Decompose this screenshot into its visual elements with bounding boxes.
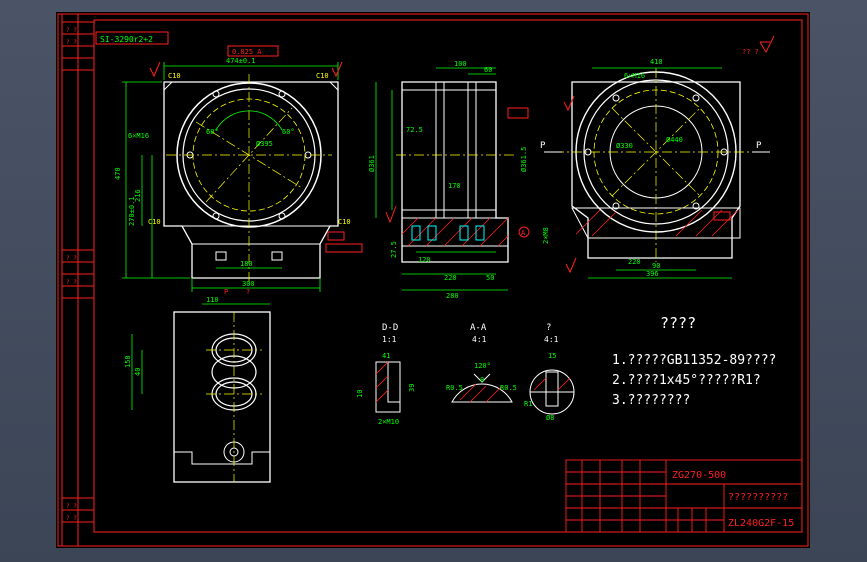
side-section-view[interactable]: 100 60 72.5 Ø361 Ø361.5 170 27.5 120 220… xyxy=(325,60,530,300)
svg-text:? ?: ? ? xyxy=(66,255,77,262)
right-view-outline xyxy=(571,81,741,259)
svg-text:Ø395: Ø395 xyxy=(256,140,273,148)
right-p-left: P xyxy=(540,141,546,151)
section-a-a: A-A 4:1 120° R0.5 R0.5 8 xyxy=(446,323,517,403)
svg-text:?: ? xyxy=(246,288,250,296)
svg-text:P: P xyxy=(224,288,228,296)
svg-text:170: 170 xyxy=(448,182,461,190)
title-drawing-no: ZL240G2F-15 xyxy=(728,518,794,529)
svg-text:? ?: ? ? xyxy=(66,279,77,286)
svg-text:? ?: ? ? xyxy=(66,503,77,510)
note-line-1: 1.?????GB11352-89???? xyxy=(612,353,776,368)
svg-text:? ?: ? ? xyxy=(66,27,77,34)
corner-roughness-symbol: ?? ? xyxy=(742,35,775,56)
dim-holes-front: 6×M16 xyxy=(128,132,149,140)
svg-text:R0.5: R0.5 xyxy=(500,384,517,392)
svg-text:D-D: D-D xyxy=(382,323,398,333)
svg-text:Ø361.5: Ø361.5 xyxy=(520,147,528,172)
svg-text:300: 300 xyxy=(242,280,255,288)
svg-text:396: 396 xyxy=(646,270,659,278)
svg-text:180: 180 xyxy=(240,260,253,268)
front-tolerance-frame: 0.025 A xyxy=(227,45,279,57)
svg-text:150: 150 xyxy=(124,355,132,368)
svg-text:280: 280 xyxy=(446,292,459,300)
svg-text:216: 216 xyxy=(134,189,142,202)
svg-text:120°: 120° xyxy=(474,362,491,370)
svg-text:C10: C10 xyxy=(148,218,161,226)
reference-text: SI-3290r2+2 xyxy=(100,35,153,44)
right-hatch xyxy=(571,207,741,239)
svg-text:40: 40 xyxy=(134,368,142,376)
svg-text:41: 41 xyxy=(382,352,390,360)
svg-text:10: 10 xyxy=(356,390,364,398)
svg-text:100: 100 xyxy=(454,60,467,68)
title-material: ZG270-500 xyxy=(672,470,726,481)
right-p-right: P xyxy=(756,141,762,151)
svg-text:90: 90 xyxy=(652,262,660,270)
svg-text:R1: R1 xyxy=(524,400,532,408)
svg-text:220: 220 xyxy=(628,258,641,266)
section-marker-a: A xyxy=(518,226,530,238)
svg-text:2×M10: 2×M10 xyxy=(378,418,399,426)
side-hatch xyxy=(401,217,509,247)
drawing-canvas[interactable]: ? ?? ? ? ?? ? ? ?? ? SI-3290r2+2 ?? ? xyxy=(56,12,810,548)
svg-text:4:1: 4:1 xyxy=(544,335,559,344)
svg-text:470: 470 xyxy=(114,167,122,180)
title-block[interactable]: ZG270-500 ?????????? ZL240G2F-15 xyxy=(565,459,803,533)
dim-top-width: 474±0.1 xyxy=(226,57,256,65)
section-details[interactable]: D-D 1:1 41 39 10 2×M10 A-A 4:1 xyxy=(356,323,575,426)
note-line-2: 2.????1x45°?????R1? xyxy=(612,373,761,388)
svg-text:60°: 60° xyxy=(282,128,295,136)
binding-strip-marks: ? ? ? ? ? ? ? ? ? ? ? ? xyxy=(66,27,77,522)
svg-text:? ?: ? ? xyxy=(66,39,77,46)
svg-text:4:1: 4:1 xyxy=(472,335,487,344)
svg-text:39: 39 xyxy=(408,384,416,392)
svg-text:50: 50 xyxy=(486,274,494,282)
section-d-d: D-D 1:1 41 39 10 2×M10 xyxy=(356,323,416,426)
svg-text:120: 120 xyxy=(418,256,431,264)
svg-text:?: ? xyxy=(546,323,551,333)
svg-text:C10: C10 xyxy=(168,72,181,80)
svg-text:1:1: 1:1 xyxy=(382,335,397,344)
svg-text:Ø8: Ø8 xyxy=(546,414,554,422)
svg-text:60°: 60° xyxy=(206,128,219,136)
svg-text:27.5: 27.5 xyxy=(390,241,398,258)
drawing-sheet[interactable]: ? ?? ? ? ?? ? ? ?? ? SI-3290r2+2 ?? ? xyxy=(56,12,810,548)
svg-text:72.5: 72.5 xyxy=(406,126,423,134)
svg-text:2×M8: 2×M8 xyxy=(542,227,550,244)
svg-text:220: 220 xyxy=(444,274,457,282)
title-part-name: ?????????? xyxy=(728,492,788,503)
svg-text:C10: C10 xyxy=(338,218,351,226)
svg-text:Ø440: Ø440 xyxy=(666,136,683,144)
plan-view[interactable]: 110 150 40 P ? xyxy=(124,288,271,483)
svg-text:C10: C10 xyxy=(316,72,329,80)
svg-text:60: 60 xyxy=(484,66,492,74)
svg-text:A-A: A-A xyxy=(470,323,487,333)
svg-text:? ?: ? ? xyxy=(66,515,77,522)
svg-text:A: A xyxy=(521,229,526,237)
section-detail-3: ? 4:1 15 R1 Ø8 xyxy=(524,323,575,422)
svg-text:410: 410 xyxy=(650,58,663,66)
right-view[interactable]: P P 410 6×M16 Ø330 Ø440 90 396 2×M8 220 xyxy=(540,58,770,279)
notes-heading: ???? xyxy=(660,314,696,332)
front-view[interactable]: 0.025 A 474±0.1 C10 C10 C10 C10 6×M16 Ø3… xyxy=(114,45,351,292)
front-view-outline xyxy=(163,81,339,279)
svg-text:Ø330: Ø330 xyxy=(616,142,633,150)
svg-text:R0.5: R0.5 xyxy=(446,384,463,392)
svg-text:0.025 A: 0.025 A xyxy=(232,48,262,56)
svg-text:110: 110 xyxy=(206,296,219,304)
reference-label: SI-3290r2+2 xyxy=(95,31,169,45)
svg-text:8: 8 xyxy=(480,376,484,384)
technical-notes: ???? 1.?????GB11352-89???? 2.????1x45°??… xyxy=(612,314,776,408)
svg-text:15: 15 xyxy=(548,352,556,360)
note-line-3: 3.???????? xyxy=(612,393,690,408)
svg-text:?? ?: ?? ? xyxy=(742,48,759,56)
svg-text:6×M16: 6×M16 xyxy=(624,72,645,80)
svg-text:Ø361: Ø361 xyxy=(368,155,376,172)
sheet-border xyxy=(57,13,809,547)
svg-text:270±0.1: 270±0.1 xyxy=(128,196,136,226)
